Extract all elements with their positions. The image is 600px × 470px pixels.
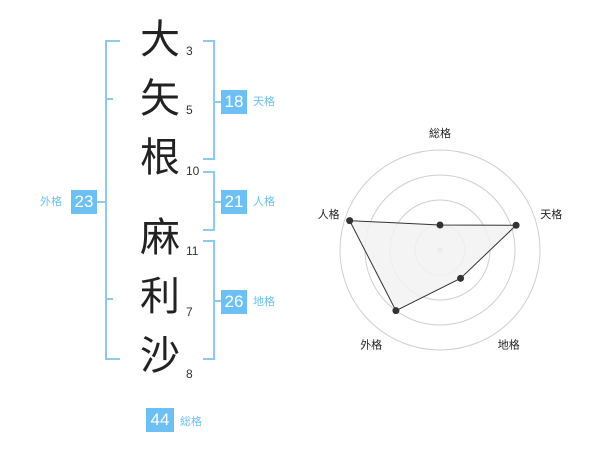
name-char-3: 根 — [140, 135, 180, 181]
soukaku-value: 44 — [146, 408, 174, 432]
gaikaku-label: 外格 — [40, 195, 62, 208]
jinkaku-value: 21 — [221, 190, 247, 214]
tenkaku-value: 18 — [221, 90, 247, 114]
radar-point-2 — [512, 221, 520, 229]
name-char-6: 沙 — [140, 333, 180, 379]
jinkaku-label: 人格 — [253, 195, 275, 208]
stroke-count-5: 7 — [186, 305, 193, 319]
radar-axis-label-5: 人格 — [318, 207, 340, 221]
chikaku-value: 26 — [221, 290, 247, 314]
radar-point-4 — [392, 307, 400, 315]
stroke-count-4: 11 — [186, 244, 199, 258]
name-char-4: 麻 — [140, 215, 180, 261]
radar-axis-label-4: 外格 — [360, 338, 382, 352]
radar-polygon — [348, 220, 518, 312]
stroke-count-6: 8 — [186, 367, 193, 381]
radar-shape — [348, 220, 518, 312]
radar-axis-label-1: 総格 — [429, 126, 451, 140]
name-char-2: 矢 — [140, 76, 180, 122]
stroke-count-1: 3 — [186, 44, 193, 58]
radar-point-1 — [436, 221, 444, 229]
name-char-5: 利 — [140, 274, 180, 320]
radar-axis-label-3: 地格 — [498, 338, 520, 352]
stroke-count-3: 10 — [186, 164, 200, 178]
gaikaku-value: 23 — [71, 190, 97, 214]
radar-points — [346, 217, 520, 315]
radar-point-3 — [457, 274, 465, 282]
name-char-1: 大 — [140, 17, 180, 63]
radar-point-5 — [346, 217, 354, 225]
stroke-count-2: 5 — [186, 103, 193, 117]
soukaku-label: 総格 — [180, 415, 202, 428]
radar-axis-label-2: 天格 — [540, 207, 562, 221]
chikaku-label: 地格 — [253, 295, 275, 308]
tenkaku-label: 天格 — [253, 95, 275, 108]
